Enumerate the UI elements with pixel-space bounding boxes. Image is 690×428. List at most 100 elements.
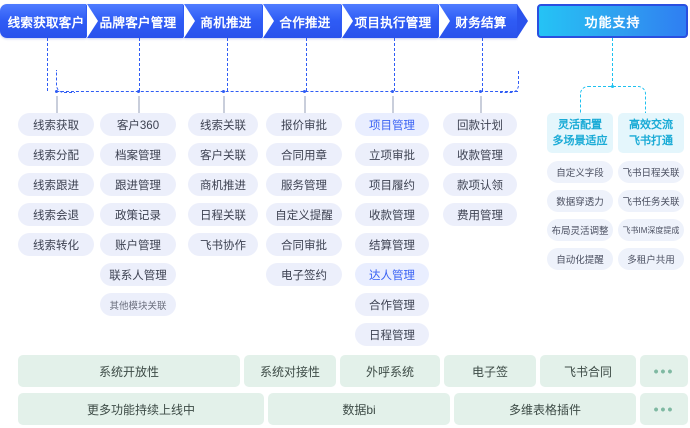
flow-tab-2[interactable]: 品牌客户管理 [87,4,194,38]
connector-tab-drop-6 [482,38,483,91]
support-group-efficient-communication: 高效交流飞书打通飞书日程关联飞书任务关联飞书IM深度提成多租户共用 [618,113,684,277]
bottom-panel-item[interactable]: 更多功能持续上线中 [18,393,264,425]
flow-tab-label: 合作推进 [279,15,331,30]
feature-pill[interactable]: 联系人管理 [100,263,176,286]
flow-tab-label: 项目执行管理 [354,15,432,30]
feature-pill[interactable]: 报价审批 [266,113,342,136]
feature-pill[interactable]: 合同用章 [266,143,342,166]
support-group-flexible-config: 灵活配置多场景适应自定义字段数据穿透力布局灵活调整自动化提醒 [547,113,613,277]
connector-bus [56,91,518,92]
feature-pill[interactable]: 达人管理 [355,263,429,286]
feature-pill[interactable]: 线索分配 [18,143,94,166]
more-options-button[interactable]: ••• [640,355,688,387]
column-lead-acquisition: 线索获取线索分配线索跟进线索会退线索转化 [18,113,94,263]
support-group-header: 高效交流飞书打通 [618,113,684,153]
support-pill[interactable]: 布局灵活调整 [547,219,613,241]
bottom-panel-item[interactable]: 数据bi [268,393,450,425]
feature-pill[interactable]: 合同审批 [266,233,342,256]
feature-pill[interactable]: 账户管理 [100,233,176,256]
feature-pill[interactable]: 商机推进 [188,173,258,196]
feature-pill[interactable]: 其他模块关联 [100,293,176,316]
flow-tab-label: 线索获取客户 [7,15,85,30]
support-header-line: 多场景适应 [552,135,608,147]
column-project-execution: 项目管理立项审批项目履约收款管理结算管理达人管理合作管理日程管理 [355,113,429,353]
feature-pill[interactable]: 日程关联 [188,203,258,226]
feature-pill[interactable]: 合作管理 [355,293,429,316]
bottom-panel-item[interactable]: 系统对接性 [244,355,336,387]
feature-pill[interactable]: 客户360 [100,113,176,136]
bottom-panel-item[interactable]: 多维表格插件 [454,393,636,425]
feature-pill[interactable]: 结算管理 [355,233,429,256]
feature-pill[interactable]: 立项审批 [355,143,429,166]
support-pill[interactable]: 自定义字段 [547,161,613,183]
feature-pill[interactable]: 档案管理 [100,143,176,166]
feature-pill[interactable]: 电子签约 [266,263,342,286]
feature-pill[interactable]: 政策记录 [100,203,176,226]
feature-pill[interactable]: 收款管理 [355,203,429,226]
flow-tab-1[interactable]: 线索获取客户 [0,4,97,38]
connector-column-stub-6 [480,96,482,113]
feature-pill[interactable]: 自定义提醒 [266,203,342,226]
connector-column-stub-5 [392,96,394,113]
support-pill[interactable]: 多租户共用 [618,248,684,270]
feature-pill[interactable]: 线索转化 [18,233,94,256]
connector-column-stub-2 [138,96,140,113]
connector-tab-drop-1 [47,38,48,91]
support-header-line: 灵活配置 [558,119,602,131]
feature-pill[interactable]: 跟进管理 [100,173,176,196]
connector-junction-dot [391,90,394,93]
bottom-panel-item[interactable]: 系统开放性 [18,355,240,387]
flow-tab-4[interactable]: 合作推进 [263,4,352,38]
support-pill[interactable]: 自动化提醒 [547,248,613,270]
feature-pill[interactable]: 客户关联 [188,143,258,166]
flow-tab-label: 财务结算 [455,15,507,30]
column-opportunity: 线索关联客户关联商机推进日程关联飞书协作 [188,113,258,263]
more-options-button[interactable]: ••• [640,393,688,425]
flow-tab-3[interactable]: 商机推进 [184,4,273,38]
connector-junction-dot [303,90,306,93]
support-pill[interactable]: 数据穿透力 [547,190,613,212]
connector-tab-drop-3 [227,38,228,91]
connector-column-stub-1 [56,96,58,113]
flow-tab-5[interactable]: 项目执行管理 [342,4,449,38]
feature-pill[interactable]: 项目履约 [355,173,429,196]
column-customer-management: 客户360 档案管理跟进管理政策记录账户管理联系人管理其他模块关联 [100,113,176,323]
feature-pill[interactable]: 线索关联 [188,113,258,136]
connector-junction-dot [479,90,482,93]
connector-column-stub-3 [223,96,225,113]
connector-bus-right-cap [500,70,519,93]
flow-tab-label: 商机推进 [200,15,252,30]
feature-pill[interactable]: 收款管理 [443,143,517,166]
feature-pill[interactable]: 线索会退 [18,203,94,226]
support-group-header: 灵活配置多场景适应 [547,113,613,153]
feature-pill[interactable]: 日程管理 [355,323,429,346]
connector-support-bracket [580,86,646,114]
support-button[interactable]: 功能支持 [537,4,688,38]
bottom-panel-item[interactable]: 外呼系统 [340,355,440,387]
feature-pill[interactable]: 款项认领 [443,173,517,196]
connector-tab-drop-5 [394,38,395,91]
flow-tab-6[interactable]: 财务结算 [439,4,528,38]
support-header-line: 飞书打通 [629,135,673,147]
feature-pill[interactable]: 项目管理 [355,113,429,136]
column-cooperation: 报价审批合同用章服务管理自定义提醒合同审批电子签约 [266,113,342,293]
feature-pill[interactable]: 飞书协作 [188,233,258,256]
feature-pill[interactable]: 线索获取 [18,113,94,136]
bottom-panel-item[interactable]: 电子签 [444,355,536,387]
connector-junction-dot [55,90,58,93]
connector-support-dot [611,85,614,88]
feature-pill[interactable]: 费用管理 [443,203,517,226]
support-pill[interactable]: 飞书任务关联 [618,190,684,212]
connector-bus-left-cap [56,70,75,93]
connector-column-stub-4 [304,96,306,113]
flow-tab-label: 品牌客户管理 [99,15,177,30]
support-pill[interactable]: 飞书IM深度提成 [618,219,684,241]
bottom-panel-item[interactable]: 飞书合同 [540,355,636,387]
support-pill[interactable]: 飞书日程关联 [618,161,684,183]
connector-tab-drop-2 [139,38,140,91]
feature-pill[interactable]: 线索跟进 [18,173,94,196]
feature-pill[interactable]: 服务管理 [266,173,342,196]
feature-pill[interactable]: 回款计划 [443,113,517,136]
connector-support-drop [612,38,613,86]
